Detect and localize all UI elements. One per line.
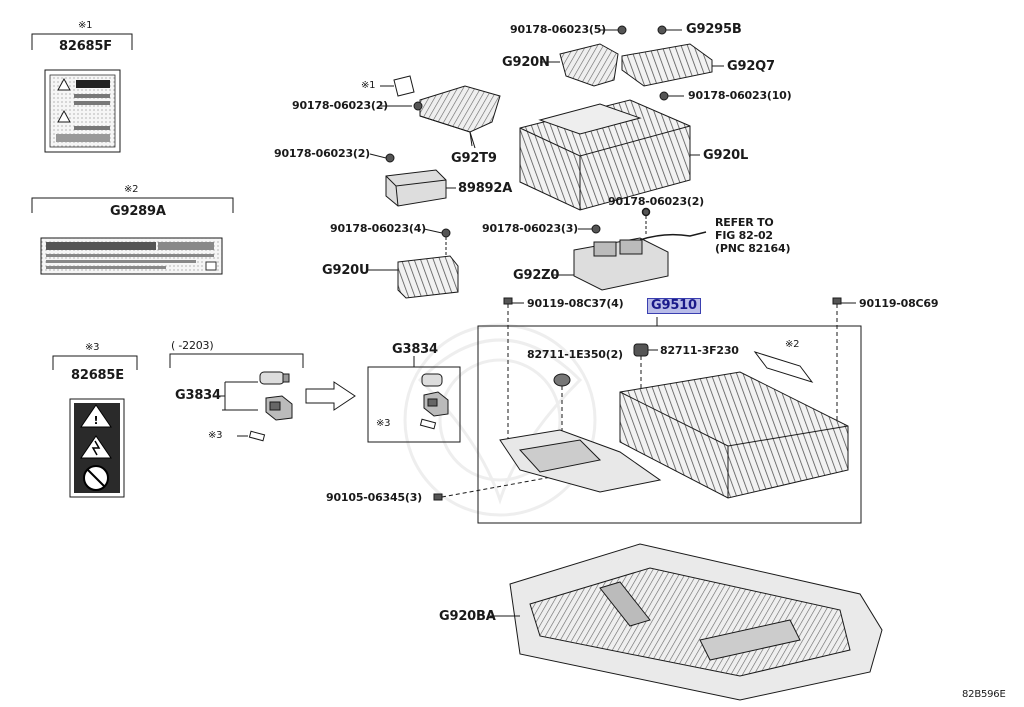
note-marker: ※1 [361,80,376,91]
module-g920u [397,228,459,299]
part-90105-06345[interactable]: 90105-06345(3) [326,491,423,504]
sensor-g3834-box [419,373,449,430]
part-G92T9[interactable]: G92T9 [451,151,497,166]
part-90178-06023-10[interactable]: 90178-06023(10) [688,89,792,102]
grommet [553,343,649,440]
label-sticker-G9289A [40,237,223,275]
nut [413,101,423,111]
part-90178-06023-2b[interactable]: 90178-06023(2) [274,147,371,160]
battery-assembly-g9510 [499,371,849,499]
svg-text:!: ! [93,414,98,427]
sticker-note2 [753,351,814,383]
junction-g92z0 [573,224,669,291]
part-82685E[interactable]: 82685E [71,368,124,383]
note-marker: ※1 [78,20,93,31]
ecu-89892a [385,153,447,207]
bracket-g920n [559,25,627,87]
plate-g92q7 [621,25,713,87]
nut [659,91,669,101]
tray-g920ba [509,543,883,701]
part-82711-3F230[interactable]: 82711-3F230 [660,344,739,357]
figure-id: 82B596E [962,689,1006,700]
refer-line2[interactable]: FIG 82-02 [715,229,773,242]
part-90178-06023-3[interactable]: 90178-06023(3) [482,222,579,235]
sticker-note1 [393,75,415,97]
refer-line3[interactable]: (PNC 82164) [715,242,791,255]
date-range: ( -2203) [171,339,214,352]
label-sticker-82685E: ! [69,398,125,498]
part-G9289A[interactable]: G9289A [110,204,166,219]
battery-frame-g920l [519,99,691,211]
refer-line1[interactable]: REFER TO [715,216,774,229]
part-G3834-left[interactable]: G3834 [175,388,221,403]
bolt [433,469,591,501]
part-90178-06023-2c[interactable]: 90178-06023(2) [608,195,705,208]
sensor-g3834-left [248,371,293,442]
note-marker: ※2 [785,339,800,350]
part-G920N[interactable]: G920N [502,55,550,70]
part-90178-06023-2a[interactable]: 90178-06023(2) [292,99,389,112]
note-marker: ※3 [376,418,391,429]
part-90119-08C37[interactable]: 90119-08C37(4) [527,297,624,310]
watermark [403,323,597,517]
part-G9510[interactable]: G9510 [647,298,701,314]
arrow-icon [305,381,356,411]
bolt [832,297,842,430]
wire-harness [639,207,707,241]
label-sticker-82685F [44,69,121,153]
part-G92Q7[interactable]: G92Q7 [727,59,775,74]
part-G3834-box[interactable]: G3834 [392,342,438,357]
part-G920BA[interactable]: G920BA [439,609,496,624]
part-G920L[interactable]: G920L [703,148,749,163]
bracket-82685F [31,33,133,50]
note-marker: ※3 [208,430,223,441]
part-89892A[interactable]: 89892A [458,181,513,196]
part-G920U[interactable]: G920U [322,263,370,278]
part-90178-06023-4[interactable]: 90178-06023(4) [330,222,427,235]
part-90178-06023-5[interactable]: 90178-06023(5) [510,23,607,36]
part-G9295B[interactable]: G9295B [686,22,742,37]
cover-g92t9 [419,85,501,147]
bolt [503,297,513,440]
note-marker: ※2 [124,184,139,195]
part-82711-1E350[interactable]: 82711-1E350(2) [527,348,623,361]
part-82685F[interactable]: 82685F [59,39,112,54]
part-90119-08C69[interactable]: 90119-08C69 [859,297,939,310]
note-marker: ※3 [85,342,100,353]
part-G92Z0[interactable]: G92Z0 [513,268,560,283]
